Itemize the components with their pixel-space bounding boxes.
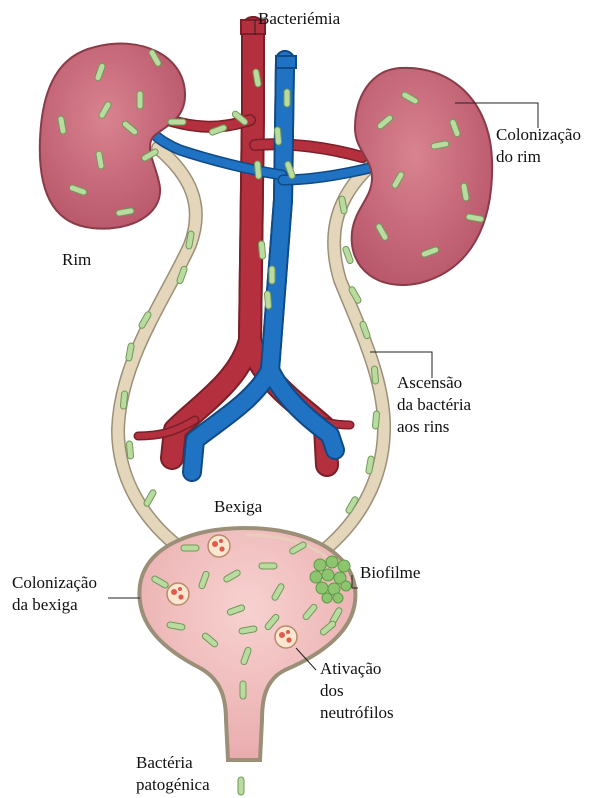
bacterium-62 (240, 681, 246, 699)
label-ascension-3: aos rins (397, 416, 449, 437)
label-ascension-2: da bactéria (397, 394, 471, 415)
neutrophil-3 (275, 626, 297, 648)
bacterium-11 (168, 119, 186, 125)
neutrophil-1 (208, 535, 230, 557)
bacterium-63 (238, 777, 244, 795)
bacterium-42 (254, 161, 262, 179)
label-neutrophil-activation-3: neutrófilos (320, 702, 394, 723)
neutrophil-2 (167, 583, 189, 605)
label-pathogenic-bacteria-2: patogénica (136, 774, 210, 795)
bacterium-39 (372, 411, 380, 429)
label-kidney: Rim (62, 249, 91, 270)
label-kidney-colonization-1: Colonização (496, 124, 581, 145)
bacterium-6 (137, 91, 143, 109)
label-biofilm: Biofilme (360, 562, 420, 583)
label-neutrophil-activation-2: dos (320, 680, 344, 701)
label-bladder-colonization-2: da bexiga (12, 594, 78, 615)
label-neutrophil-activation-1: Ativação (320, 658, 381, 679)
bacterium-43 (258, 241, 266, 259)
bacterium-44 (264, 291, 272, 309)
vena-cava-top (276, 56, 296, 68)
bacterium-32 (126, 441, 134, 459)
bacterium-31 (120, 391, 128, 409)
label-ascension-1: Ascensão (397, 372, 462, 393)
label-bladder: Bexiga (214, 496, 262, 517)
bacterium-33 (143, 489, 157, 508)
bacterium-38 (371, 366, 379, 384)
bacterium-49 (259, 563, 277, 569)
bacterium-17 (274, 127, 282, 145)
label-kidney-colonization-2: do rim (496, 146, 541, 167)
label-bacteremia: Bacteriémia (258, 8, 340, 29)
label-bladder-colonization-1: Colonização (12, 572, 97, 593)
bacterium-14 (284, 89, 290, 107)
bacterium-45 (269, 266, 275, 284)
label-pathogenic-bacteria-1: Bactéria (136, 752, 193, 773)
bacterium-61 (181, 545, 199, 551)
